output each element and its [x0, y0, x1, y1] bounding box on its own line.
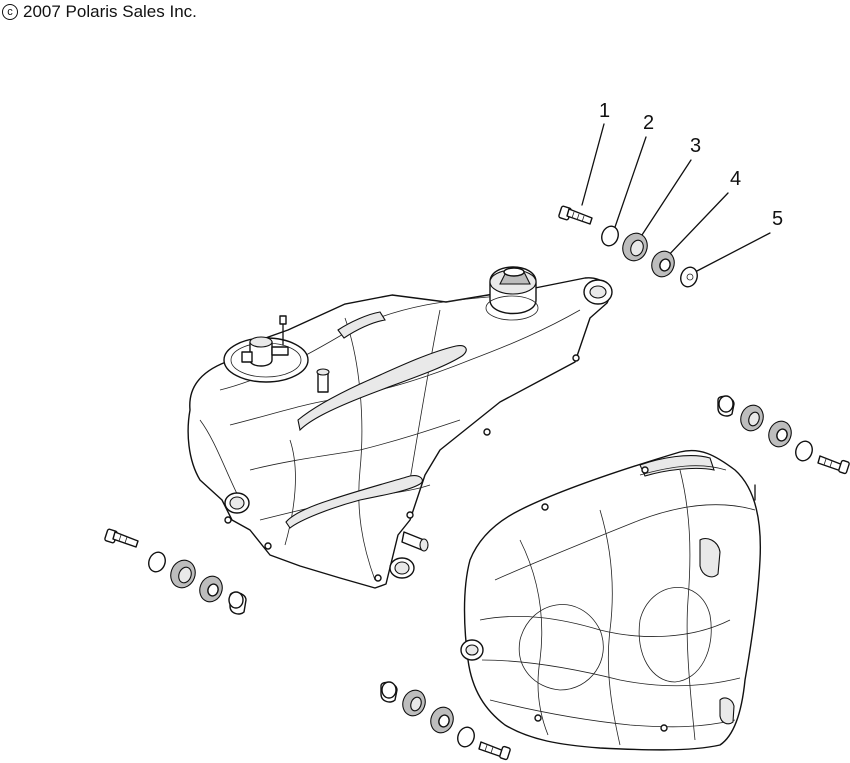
- callout-1: 1: [581, 100, 610, 206]
- washer-2: [601, 225, 619, 247]
- fuel-tank-right: [460, 449, 762, 751]
- fuel-tank-left: [187, 266, 613, 589]
- hardware-right: [717, 395, 850, 475]
- copyright-icon: c: [2, 4, 18, 20]
- callout-number: 3: [690, 135, 701, 157]
- callout-2: 2: [613, 112, 654, 231]
- copyright-notice: c 2007 Polaris Sales Inc.: [2, 2, 197, 22]
- bushing-3: [622, 232, 648, 262]
- callout-5: 5: [694, 208, 783, 273]
- bolt-1: [558, 205, 593, 225]
- grommet-4: [651, 250, 675, 278]
- copyright-text: 2007 Polaris Sales Inc.: [23, 2, 197, 21]
- callout-number: 1: [599, 100, 610, 122]
- hardware-left: [104, 528, 247, 615]
- callout-4: 4: [663, 168, 741, 261]
- callout-3: 3: [639, 135, 701, 239]
- callout-number: 4: [730, 168, 741, 190]
- washer-5: [680, 266, 698, 288]
- hardware-bottom: [380, 681, 511, 761]
- callout-number: 5: [772, 208, 783, 230]
- callout-number: 2: [643, 112, 654, 134]
